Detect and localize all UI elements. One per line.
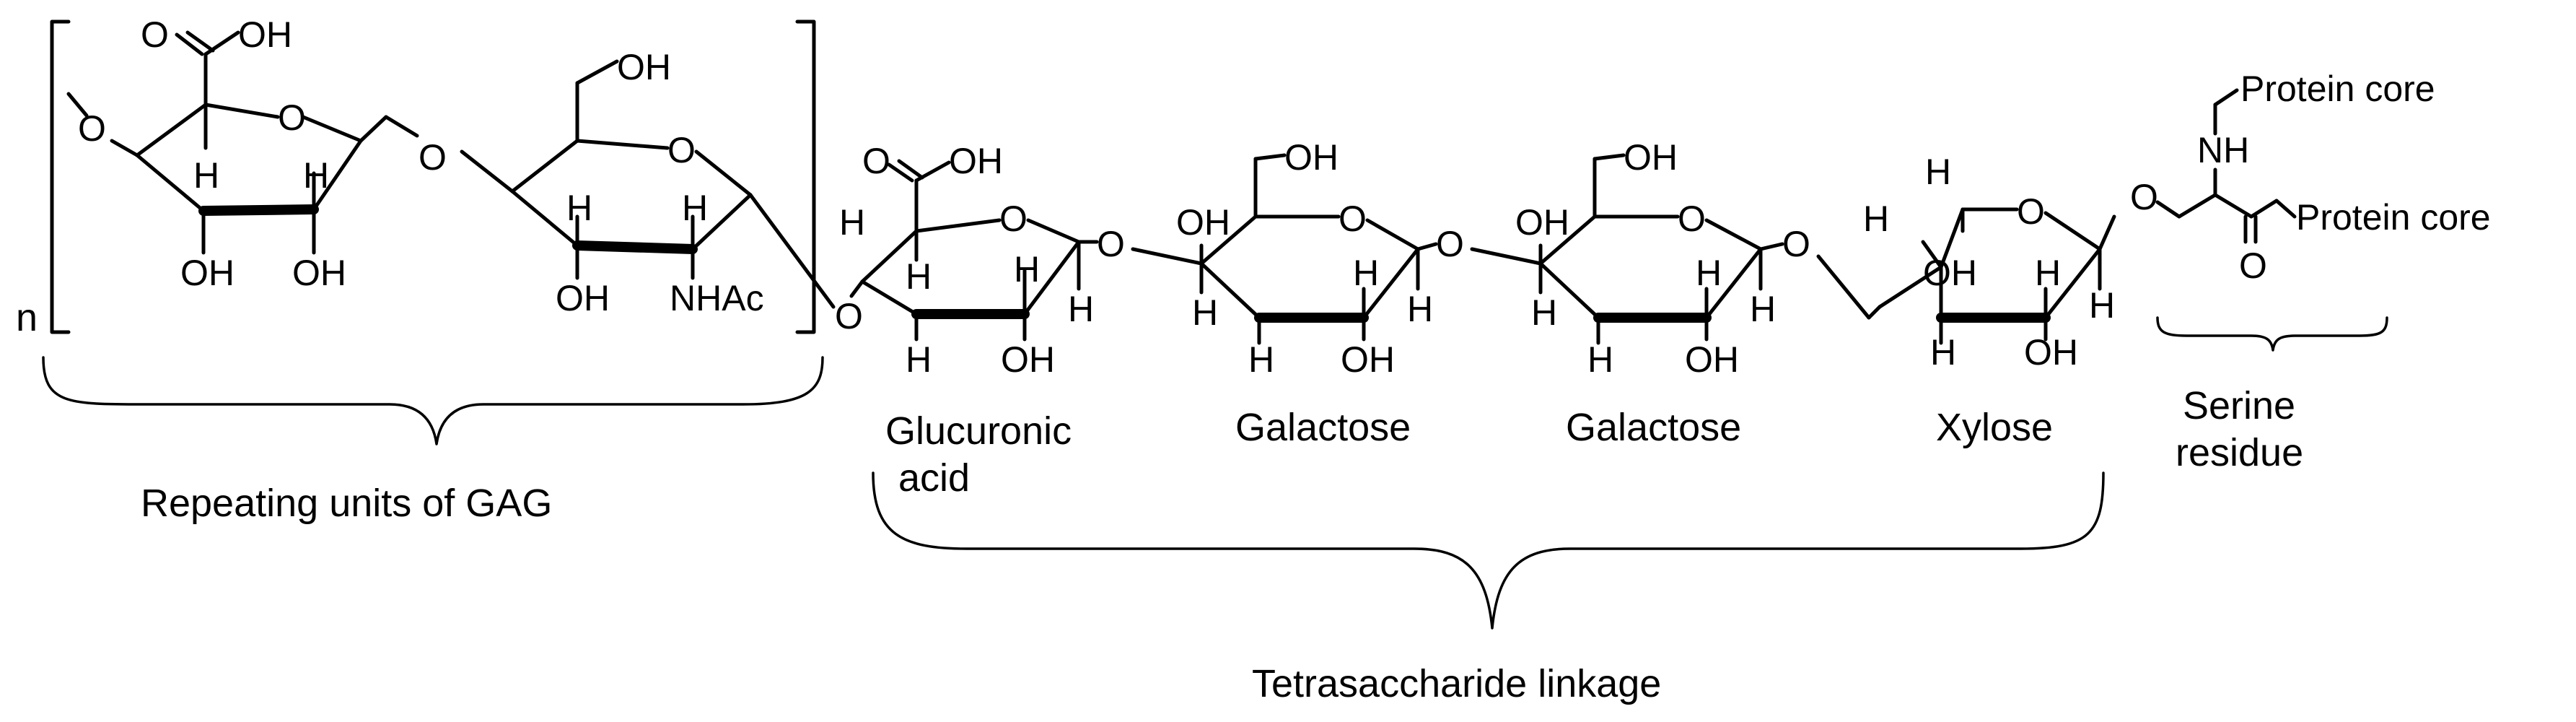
- repeat-glca-carboxyl-oxygen: O: [141, 14, 169, 55]
- repeat-glycosidic-oxygen: O: [419, 137, 447, 178]
- gal1-ring-oxygen: O: [1339, 199, 1367, 239]
- bond-lines: [50, 19, 2297, 345]
- linkage-glca-h4: H: [906, 256, 932, 297]
- residue-galactose-2: Galactose: [1566, 406, 1741, 449]
- left-bracket: [50, 19, 71, 334]
- gal2-glycosidic-oxygen: O: [1782, 224, 1810, 264]
- linkage-glucuronic-ring: [849, 159, 1099, 342]
- linkage-glca-oh: OH: [1001, 339, 1055, 380]
- repeat-glca-link-oxygen-left: O: [78, 108, 106, 149]
- repeat-glcnac-h2: H: [566, 188, 592, 228]
- xyl-glycosidic-oxygen: O: [2130, 177, 2158, 217]
- gal2-h-left: H: [1531, 292, 1557, 333]
- serine-carbonyl-oxygen: O: [2239, 245, 2267, 286]
- gal2-oh2: OH: [1685, 339, 1739, 380]
- galactose-ring-2: [1470, 153, 1784, 345]
- gal2-h2: H: [1696, 253, 1722, 293]
- gal2-h3: H: [1587, 339, 1613, 380]
- captions: Glucuronic acid Galactose Galactose Xylo…: [141, 384, 2303, 705]
- residue-glucuronic-line2: acid: [898, 456, 970, 500]
- gal1-h2: H: [1353, 253, 1379, 293]
- xyl-oh4: OH: [1923, 253, 1977, 293]
- linkage-glca-h3: H: [1014, 249, 1040, 290]
- gal1-h1: H: [1407, 289, 1433, 329]
- repeat-glcnac-oh: OH: [556, 278, 610, 318]
- serine-amine: NH: [2197, 130, 2249, 170]
- repeat-glcnac-h3: H: [682, 188, 708, 228]
- repeat-glca-h2: H: [193, 155, 219, 196]
- xyl-h4: H: [1930, 332, 1956, 373]
- tetrasaccharide-brace: [872, 471, 2105, 630]
- repeat-glucosamine-ring: [460, 59, 836, 309]
- gal2-oh6: OH: [1624, 137, 1678, 178]
- gal1-h3: H: [1248, 339, 1274, 380]
- repeat-glca-ring-oxygen: O: [278, 97, 306, 138]
- repeating-units-label: Repeating units of GAG: [141, 482, 552, 525]
- linkage-glca-h-top: H: [839, 202, 865, 243]
- right-bracket: [795, 19, 816, 334]
- residue-serine-line1: Serine: [2183, 384, 2295, 427]
- xylose-ring: [1816, 207, 2116, 345]
- xyl-h5a: H: [1925, 152, 1951, 192]
- linkage-glca-carboxyl-oxygen: O: [862, 141, 890, 181]
- protein-core-top: Protein core: [2240, 69, 2435, 109]
- repeat-glcnac-nhac: NHAc: [670, 278, 764, 318]
- atom-labels: O O OH O H H OH OH O O OH H H OH NHAc n …: [16, 14, 2491, 380]
- gal1-h-left: H: [1192, 292, 1218, 333]
- serine-brace: [2156, 316, 2388, 352]
- galactose-ring-1: [1131, 153, 1438, 345]
- xyl-oh2: OH: [2024, 332, 2078, 373]
- xyl-h2: H: [2035, 253, 2061, 293]
- gal1-glycosidic-oxygen: O: [1436, 224, 1464, 264]
- residue-xylose: Xylose: [1936, 406, 2053, 449]
- tetrasaccharide-label: Tetrasaccharide linkage: [1252, 662, 1661, 705]
- linkage-glca-h1: H: [1068, 289, 1094, 329]
- repeat-glcnac-oh6: OH: [617, 47, 671, 87]
- gal1-oh2: OH: [1341, 339, 1395, 380]
- repeat-glca-h3: H: [303, 155, 329, 196]
- protein-core-right: Protein core: [2296, 197, 2491, 238]
- linkage-glca-carboxyl-hydroxyl: OH: [949, 141, 1003, 181]
- gal2-h1: H: [1750, 289, 1776, 329]
- repeat-glca-oh3: OH: [292, 253, 346, 293]
- gal1-oh4: OH: [1176, 202, 1230, 243]
- residue-glucuronic-line1: Glucuronic: [885, 409, 1072, 453]
- repeating-units-brace: [42, 356, 824, 445]
- linkage-glycosidic-oxygen-2: O: [1097, 224, 1125, 264]
- repeat-count-n: n: [16, 296, 38, 339]
- residue-galactose-1: Galactose: [1235, 406, 1411, 449]
- linkage-glca-ring-oxygen: O: [999, 199, 1028, 239]
- serine-bonds: [2155, 88, 2297, 244]
- xyl-h5b: H: [1863, 199, 1889, 239]
- linkage-glca-h2: H: [906, 339, 932, 380]
- grouping-braces: [42, 316, 2388, 630]
- xyl-h1: H: [2089, 285, 2115, 326]
- repeat-glca-oh2: OH: [180, 253, 235, 293]
- repeat-glcnac-ring-oxygen: O: [667, 130, 696, 170]
- linkage-glycosidic-oxygen-1: O: [835, 296, 863, 336]
- gal1-oh6: OH: [1284, 137, 1339, 178]
- repeat-glca-carboxyl-hydroxyl: OH: [238, 14, 292, 55]
- gal2-oh4: OH: [1515, 202, 1569, 243]
- residue-serine-line2: residue: [2176, 431, 2303, 474]
- repeat-glucuronic-ring: [66, 30, 419, 255]
- gal2-ring-oxygen: O: [1678, 199, 1706, 239]
- xyl-ring-oxygen: O: [2017, 191, 2045, 232]
